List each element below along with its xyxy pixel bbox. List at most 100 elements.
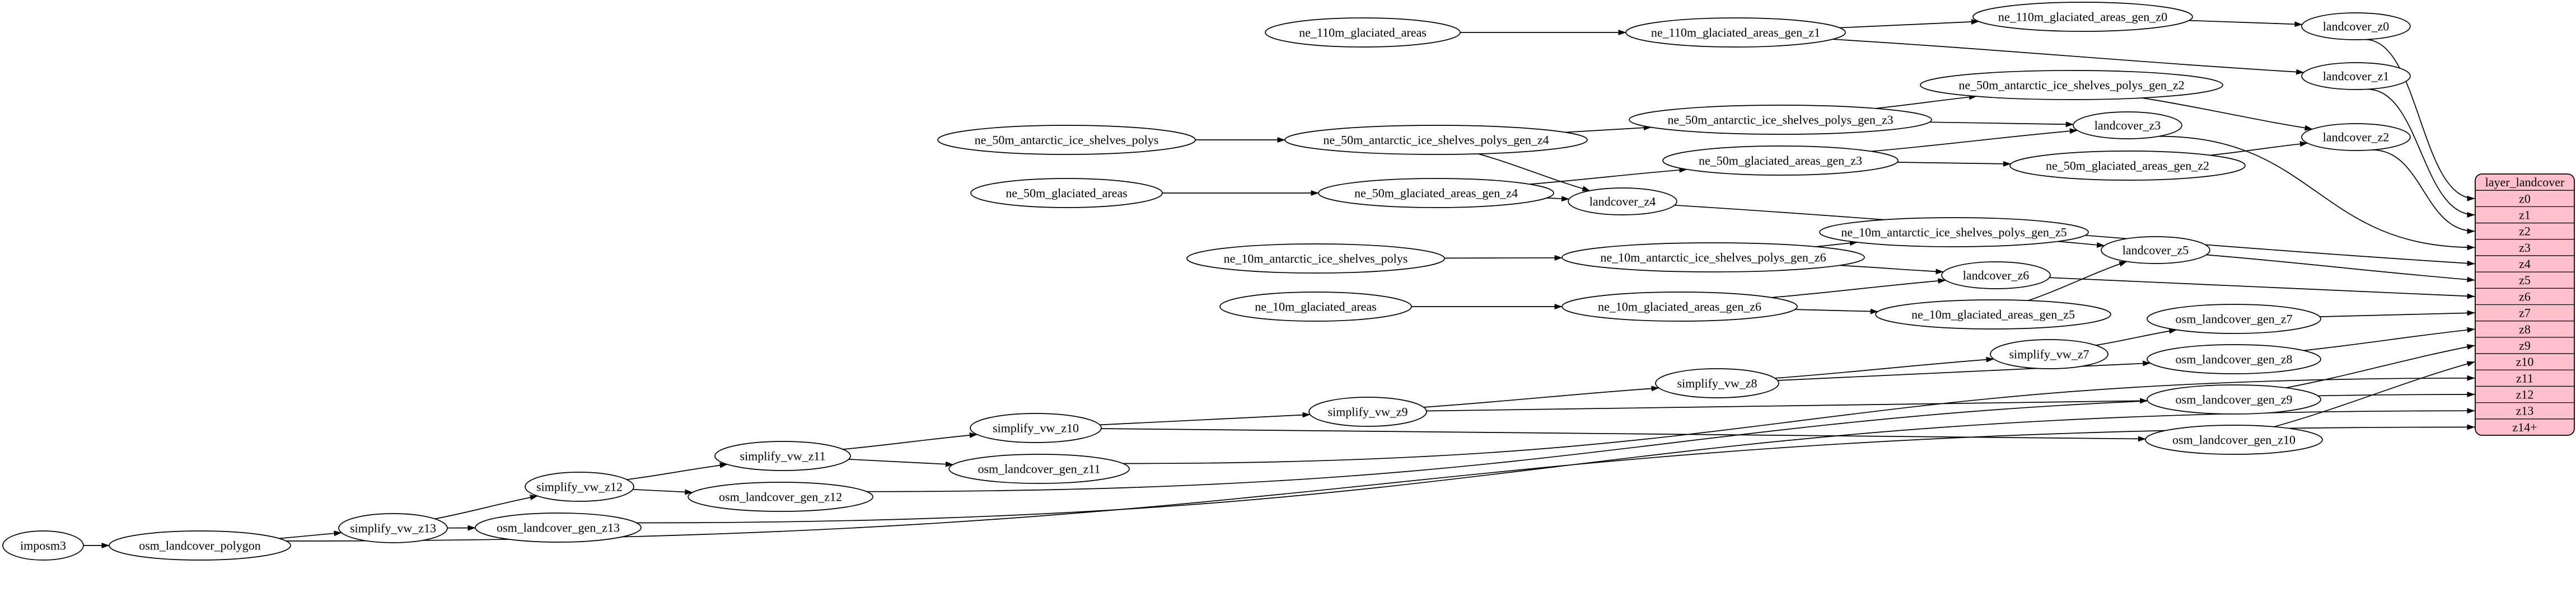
- node-label-osm_landcover_gen_z10: osm_landcover_gen_z10: [2172, 433, 2296, 447]
- node-shape-landcover_z5: [2101, 236, 2210, 264]
- node-shape-osm_landcover_gen_z8: [2147, 344, 2321, 374]
- node-label-simplify_vw_z7: simplify_vw_z7: [2009, 347, 2089, 361]
- edge-landcover_z2-to-z2: [2372, 149, 2475, 234]
- node-osm_landcover_gen_z10: osm_landcover_gen_z10: [2145, 425, 2323, 455]
- edge-simplify_vw_z13-to-simplify_vw_z12: [434, 495, 538, 520]
- node-shape-imposm3: [2, 530, 84, 561]
- node-label-landcover_z0: landcover_z0: [2323, 20, 2390, 34]
- record-row-z5: z5: [2519, 273, 2531, 287]
- node-shape-ne_10m_glaciated_areas: [1219, 291, 1412, 322]
- node-landcover_z3: landcover_z3: [2073, 111, 2182, 139]
- node-shape-simplify_vw_z11: [714, 441, 851, 471]
- node-osm_landcover_gen_z7: osm_landcover_gen_z7: [2147, 304, 2321, 334]
- node-ne_10m_glaciated_areas: ne_10m_glaciated_areas: [1219, 291, 1412, 322]
- node-shape-landcover_z2: [2301, 123, 2411, 151]
- node-label-osm_landcover_gen_z11: osm_landcover_gen_z11: [978, 462, 1100, 476]
- node-simplify_vw_z13: simplify_vw_z13: [338, 513, 448, 543]
- edge-simplify_vw_z12-to-simplify_vw_z11: [627, 462, 728, 481]
- node-label-ne_10m_antarctic_ice_shelves_polys: ne_10m_antarctic_ice_shelves_polys: [1224, 252, 1408, 266]
- edge-ne_50m_antarctic_ice_shelves_polys_gen_z2-to-landcover_z2: [2142, 97, 2313, 131]
- edge-ne_110m_glaciated_areas_gen_z0-to-landcover_z0: [2189, 20, 2303, 27]
- edge-osm_landcover_gen_z10-to-z10: [2274, 361, 2475, 427]
- node-shape-ne_110m_glaciated_areas: [1265, 17, 1461, 48]
- node-shape-simplify_vw_z12: [525, 472, 634, 502]
- record-row-z13: z13: [2516, 404, 2534, 418]
- node-label-ne_50m_glaciated_areas_gen_z3: ne_50m_glaciated_areas_gen_z3: [1699, 154, 1862, 168]
- node-shape-ne_110m_glaciated_areas_gen_z0: [1972, 2, 2193, 32]
- node-landcover_z2: landcover_z2: [2301, 123, 2411, 151]
- nodes-layer: ne_110m_glaciated_areas ne_110m_glaciated…: [2, 2, 2411, 561]
- node-simplify_vw_z8: simplify_vw_z8: [1655, 368, 1779, 398]
- node-ne_110m_glaciated_areas: ne_110m_glaciated_areas: [1265, 17, 1461, 48]
- node-shape-ne_50m_glaciated_areas: [970, 178, 1163, 208]
- edge-ne_10m_antarctic_ice_shelves_polys_gen_z6-to-landcover_z6: [1839, 265, 1944, 275]
- edge-ne_110m_glaciated_areas_gen_z1-to-landcover_z1: [1832, 39, 2304, 75]
- node-shape-simplify_vw_z10: [970, 413, 1102, 443]
- edges-layer: [83, 18, 2475, 548]
- node-label-osm_landcover_polygon: osm_landcover_polygon: [139, 539, 261, 553]
- node-ne_10m_glaciated_areas_gen_z6: ne_10m_glaciated_areas_gen_z6: [1562, 291, 1798, 322]
- node-label-landcover_z4: landcover_z4: [1589, 195, 1656, 209]
- node-label-ne_110m_glaciated_areas_gen_z1: ne_110m_glaciated_areas_gen_z1: [1651, 26, 1820, 40]
- node-shape-osm_landcover_gen_z7: [2147, 304, 2321, 334]
- node-shape-ne_50m_antarctic_ice_shelves_polys_gen_z4: [1284, 125, 1588, 155]
- edge-ne_10m_glaciated_areas_gen_z5-to-landcover_z5: [2028, 261, 2128, 302]
- node-shape-ne_110m_glaciated_areas_gen_z1: [1625, 17, 1846, 48]
- node-osm_landcover_gen_z11: osm_landcover_gen_z11: [948, 454, 1130, 484]
- node-label-landcover_z5: landcover_z5: [2122, 243, 2189, 257]
- node-ne_110m_glaciated_areas_gen_z1: ne_110m_glaciated_areas_gen_z1: [1625, 17, 1846, 48]
- edge-simplify_vw_z8-to-osm_landcover_gen_z8: [1777, 360, 2151, 381]
- node-osm_landcover_gen_z9: osm_landcover_gen_z9: [2147, 384, 2321, 415]
- node-shape-simplify_vw_z7: [1990, 339, 2109, 369]
- node-label-simplify_vw_z13: simplify_vw_z13: [350, 521, 436, 535]
- node-ne_50m_antarctic_ice_shelves_polys_gen_z2: ne_50m_antarctic_ice_shelves_polys_gen_z…: [1920, 70, 2223, 100]
- record-row-z6: z6: [2519, 289, 2531, 303]
- node-ne_50m_glaciated_areas_gen_z3: ne_50m_glaciated_areas_gen_z3: [1662, 145, 1899, 176]
- node-label-osm_landcover_gen_z7: osm_landcover_gen_z7: [2176, 312, 2293, 326]
- node-shape-ne_10m_antarctic_ice_shelves_polys: [1186, 243, 1445, 274]
- node-shape-ne_10m_antarctic_ice_shelves_polys_gen_z5: [1819, 217, 2089, 247]
- node-label-ne_110m_glaciated_areas: ne_110m_glaciated_areas: [1299, 26, 1427, 40]
- node-shape-ne_50m_glaciated_areas_gen_z2: [2009, 150, 2246, 181]
- edge-ne_50m_glaciated_areas_gen_z4-to-landcover_z4: [1546, 196, 1570, 202]
- node-label-osm_landcover_gen_z12: osm_landcover_gen_z12: [719, 490, 842, 504]
- node-ne_50m_antarctic_ice_shelves_polys: ne_50m_antarctic_ice_shelves_polys: [937, 125, 1196, 155]
- node-osm_landcover_polygon: osm_landcover_polygon: [109, 530, 291, 561]
- node-label-ne_50m_antarctic_ice_shelves_polys_gen_z4: ne_50m_antarctic_ice_shelves_polys_gen_z…: [1323, 133, 1549, 147]
- node-landcover_z0: landcover_z0: [2301, 12, 2411, 40]
- node-ne_10m_antarctic_ice_shelves_polys: ne_10m_antarctic_ice_shelves_polys: [1186, 243, 1445, 274]
- edge-ne_50m_antarctic_ice_shelves_polys_gen_z3-to-landcover_z3: [1929, 121, 2074, 128]
- record-row-z11: z11: [2516, 371, 2533, 385]
- node-ne_10m_antarctic_ice_shelves_polys_gen_z6: ne_10m_antarctic_ice_shelves_polys_gen_z…: [1562, 242, 1865, 272]
- node-label-simplify_vw_z9: simplify_vw_z9: [1328, 405, 1408, 419]
- node-ne_50m_antarctic_ice_shelves_polys_gen_z4: ne_50m_antarctic_ice_shelves_polys_gen_z…: [1284, 125, 1588, 155]
- node-shape-osm_landcover_gen_z13: [475, 512, 642, 543]
- node-shape-landcover_z4: [1568, 187, 1677, 215]
- edge-ne_50m_glaciated_areas_gen_z3-to-ne_50m_glaciated_areas_gen_z2: [1897, 161, 2011, 167]
- edge-osm_landcover_polygon-to-simplify_vw_z13: [279, 530, 342, 539]
- node-osm_landcover_gen_z13: osm_landcover_gen_z13: [475, 512, 642, 543]
- record-row-z7: z7: [2519, 306, 2531, 320]
- node-label-simplify_vw_z10: simplify_vw_z10: [993, 421, 1079, 435]
- node-shape-ne_50m_antarctic_ice_shelves_polys: [937, 125, 1196, 155]
- edge-landcover_z6-to-z6: [2049, 277, 2475, 299]
- edge-ne_50m_antarctic_ice_shelves_polys_gen_z3-to-ne_50m_antarctic_ice_shelves_polys_gen_z2: [1875, 94, 1977, 109]
- node-shape-osm_landcover_gen_z10: [2145, 425, 2323, 455]
- edge-simplify_vw_z8-to-simplify_vw_z7: [1775, 356, 1994, 379]
- node-label-osm_landcover_gen_z13: osm_landcover_gen_z13: [497, 521, 620, 535]
- edge-landcover_z5-to-z5: [2206, 254, 2475, 283]
- node-landcover_z6: landcover_z6: [1941, 261, 2051, 289]
- record-row-z0: z0: [2519, 191, 2531, 205]
- node-label-ne_10m_glaciated_areas_gen_z5: ne_10m_glaciated_areas_gen_z5: [1911, 308, 2075, 322]
- edge-ne_110m_glaciated_areas_gen_z1-to-ne_110m_glaciated_areas_gen_z0: [1839, 18, 1979, 29]
- node-shape-ne_50m_antarctic_ice_shelves_polys_gen_z3: [1629, 105, 1932, 135]
- node-label-landcover_z2: landcover_z2: [2323, 130, 2390, 144]
- node-label-simplify_vw_z11: simplify_vw_z11: [740, 449, 825, 463]
- edge-ne_50m_glaciated_areas_gen_z4-to-ne_50m_glaciated_areas_gen_z3: [1530, 167, 1687, 185]
- node-label-ne_110m_glaciated_areas_gen_z0: ne_110m_glaciated_areas_gen_z0: [1998, 10, 2167, 24]
- node-shape-landcover_z3: [2073, 111, 2182, 139]
- node-label-ne_10m_glaciated_areas_gen_z6: ne_10m_glaciated_areas_gen_z6: [1598, 300, 1761, 314]
- node-ne_50m_glaciated_areas_gen_z2: ne_50m_glaciated_areas_gen_z2: [2009, 150, 2246, 181]
- edge-ne_50m_glaciated_areas_gen_z3-to-landcover_z3: [1871, 128, 2078, 152]
- edge-osm_landcover_gen_z9-to-z9: [2285, 344, 2475, 389]
